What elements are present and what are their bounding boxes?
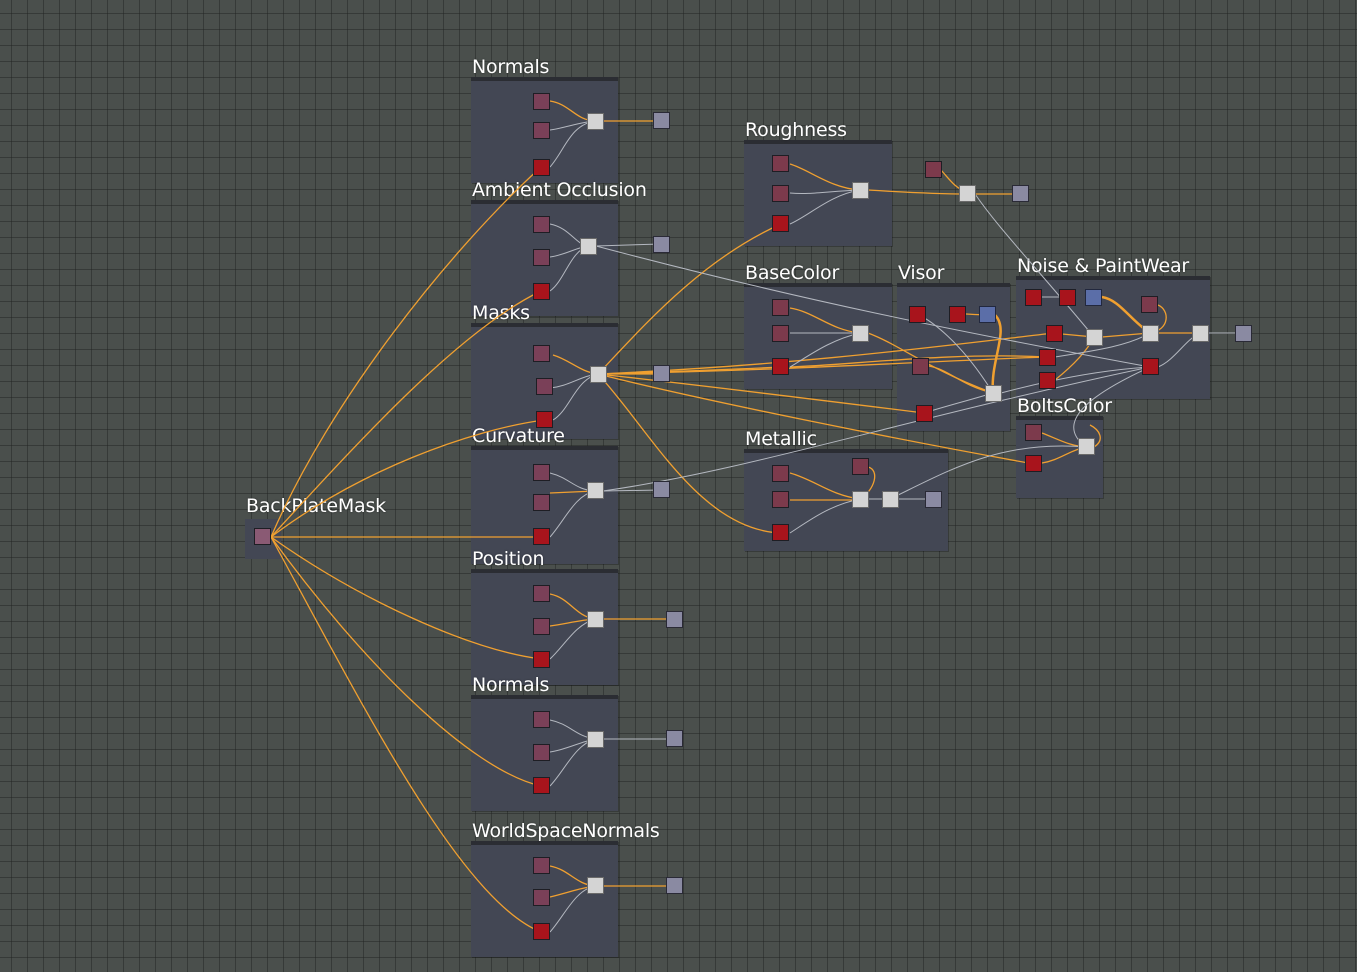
input-node[interactable] <box>772 325 789 342</box>
output-node[interactable] <box>653 112 670 129</box>
frame-title-base-color: BaseColor <box>745 262 840 284</box>
parameter-node[interactable] <box>1046 325 1063 342</box>
input-node[interactable] <box>533 585 550 602</box>
mix-node[interactable] <box>587 113 604 130</box>
frame-title-masks: Masks <box>472 302 530 324</box>
frame-title-bolts-color: BoltsColor <box>1017 395 1112 417</box>
mix-node[interactable] <box>985 385 1002 402</box>
input-node[interactable] <box>533 744 550 761</box>
input-node[interactable] <box>533 464 550 481</box>
output-node[interactable] <box>653 481 670 498</box>
input-node[interactable] <box>1141 296 1158 313</box>
mix-node[interactable] <box>1192 325 1209 342</box>
input-node[interactable] <box>533 122 550 139</box>
mix-node[interactable] <box>1078 438 1095 455</box>
frame-title-roughness: Roughness <box>745 119 847 141</box>
parameter-node[interactable] <box>536 411 553 428</box>
parameter-node[interactable] <box>772 215 789 232</box>
input-node[interactable] <box>533 618 550 635</box>
output-node[interactable] <box>666 730 683 747</box>
parameter-node[interactable] <box>1025 455 1042 472</box>
parameter-node[interactable] <box>533 777 550 794</box>
mix-node[interactable] <box>587 611 604 628</box>
frame-title-visor: Visor <box>898 262 945 284</box>
output-node[interactable] <box>653 236 670 253</box>
input-node[interactable] <box>533 494 550 511</box>
frame-title-noise-paintwear: Noise & PaintWear <box>1017 255 1190 277</box>
input-node[interactable] <box>1025 424 1042 441</box>
parameter-node[interactable] <box>1039 372 1056 389</box>
parameter-node[interactable] <box>772 524 789 541</box>
frame-title-position: Position <box>472 548 545 570</box>
parameter-node[interactable] <box>909 306 926 323</box>
input-node[interactable] <box>772 155 789 172</box>
input-node[interactable] <box>533 216 550 233</box>
parameter-node[interactable] <box>949 306 966 323</box>
input-node[interactable] <box>533 345 550 362</box>
mix-node[interactable] <box>882 491 899 508</box>
mix-node[interactable] <box>587 877 604 894</box>
parameter-node[interactable] <box>1039 349 1056 366</box>
frame-title-normals-2: Normals <box>472 674 550 696</box>
input-node[interactable] <box>772 185 789 202</box>
frame-title-metallic: Metallic <box>745 428 817 450</box>
mix-node[interactable] <box>959 185 976 202</box>
parameter-node[interactable] <box>533 159 550 176</box>
input-node[interactable] <box>772 299 789 316</box>
mix-node[interactable] <box>852 182 869 199</box>
output-node[interactable] <box>666 611 683 628</box>
mix-node[interactable] <box>1142 325 1159 342</box>
input-node[interactable] <box>772 491 789 508</box>
parameter-node[interactable] <box>1059 289 1076 306</box>
frame-title-normals-1: Normals <box>472 56 550 78</box>
input-node[interactable] <box>536 378 553 395</box>
output-node[interactable] <box>1012 185 1029 202</box>
mix-node[interactable] <box>852 325 869 342</box>
parameter-node[interactable] <box>916 405 933 422</box>
parameter-node[interactable] <box>1142 358 1159 375</box>
output-node[interactable] <box>1235 325 1252 342</box>
parameter-node[interactable] <box>533 651 550 668</box>
orange-wires <box>270 100 1200 933</box>
parameter-node[interactable] <box>533 528 550 545</box>
mix-node[interactable] <box>580 238 597 255</box>
mix-node[interactable] <box>587 482 604 499</box>
output-node[interactable] <box>653 365 670 382</box>
output-node[interactable] <box>666 877 683 894</box>
color-node[interactable] <box>1085 289 1102 306</box>
parameter-node[interactable] <box>533 923 550 940</box>
mix-node[interactable] <box>590 366 607 383</box>
frame-title-curvature: Curvature <box>472 425 565 447</box>
mix-node[interactable] <box>587 731 604 748</box>
mix-node[interactable] <box>852 491 869 508</box>
parameter-node[interactable] <box>1025 289 1042 306</box>
input-node[interactable] <box>852 458 869 475</box>
frame-title-world-space-normals: WorldSpaceNormals <box>472 820 660 842</box>
frame-title-ambient-occlusion: Ambient Occlusion <box>472 179 647 201</box>
back-plate-mask-node[interactable] <box>254 528 271 545</box>
parameter-node[interactable] <box>772 358 789 375</box>
input-node[interactable] <box>925 161 942 178</box>
input-node[interactable] <box>533 857 550 874</box>
mix-node[interactable] <box>1086 329 1103 346</box>
output-node[interactable] <box>925 491 942 508</box>
input-node[interactable] <box>533 93 550 110</box>
input-node[interactable] <box>533 711 550 728</box>
color-node[interactable] <box>979 306 996 323</box>
input-node[interactable] <box>533 249 550 266</box>
input-node[interactable] <box>772 465 789 482</box>
parameter-node[interactable] <box>533 283 550 300</box>
input-node[interactable] <box>912 358 929 375</box>
input-node[interactable] <box>533 889 550 906</box>
